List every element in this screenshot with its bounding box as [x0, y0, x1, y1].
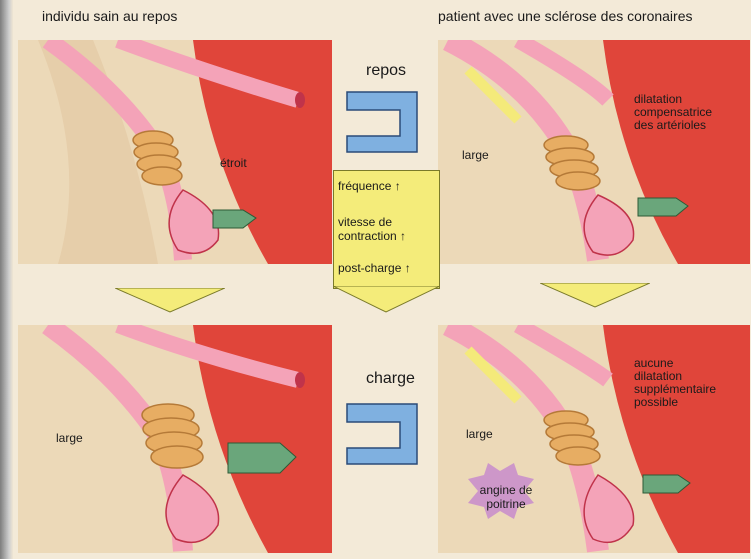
panel-healthy-load: large — [18, 325, 332, 553]
effect-box-arrow — [333, 286, 440, 314]
note-line: des artérioles — [634, 119, 712, 132]
header-right: patient avec une sclérose des coronaires — [438, 8, 692, 24]
effect-contraction-speed-line1: vitesse de — [338, 215, 392, 229]
switch-icon-load — [345, 402, 420, 467]
label-rest: repos — [366, 62, 406, 80]
label-large: large — [56, 432, 83, 445]
label-narrow: étroit — [220, 157, 247, 170]
note-compensatory-dilation: dilatation compensatrice des artérioles — [634, 93, 712, 132]
panel-sclerosis-load: large aucune dilatation supplémentaire p… — [438, 325, 750, 553]
badge-line: poitrine — [468, 497, 544, 511]
label-load: charge — [366, 370, 415, 388]
header-left: individu sain au repos — [42, 8, 177, 24]
effect-afterload: post-charge ↑ — [338, 261, 411, 275]
effect-box: fréquence ↑ vitesse de contraction ↑ pos… — [333, 170, 440, 289]
arrow-down-left — [115, 288, 225, 314]
illustration-healthy-rest — [18, 40, 332, 264]
note-no-additional-dilation: aucune dilatation supplémentaire possibl… — [634, 357, 716, 409]
arrow-down-right — [540, 283, 650, 309]
effect-contraction-speed-line2: contraction ↑ — [338, 229, 406, 243]
effect-heart-rate: fréquence ↑ — [338, 179, 401, 193]
badge-angina: angine de poitrine — [468, 483, 544, 511]
label-large: large — [466, 428, 493, 441]
panel-sclerosis-rest: large dilatation compensatrice des artér… — [438, 40, 750, 264]
badge-line: angine de — [468, 483, 544, 497]
switch-icon-rest — [345, 90, 420, 155]
panel-healthy-rest: étroit — [18, 40, 332, 264]
page-binding-edge — [0, 0, 13, 559]
label-large: large — [462, 149, 489, 162]
note-line: possible — [634, 396, 716, 409]
